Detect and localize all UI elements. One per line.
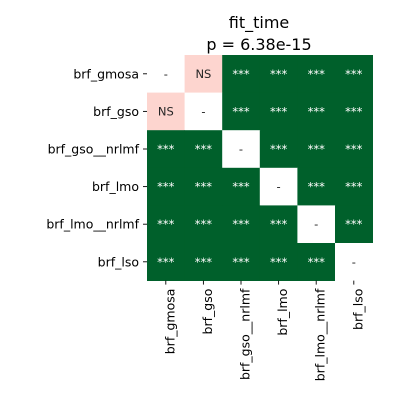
heatmap-cell-r1-c5 xyxy=(335,92,373,131)
heatmap-cell-label: *** xyxy=(345,180,363,194)
heatmap-cell-label: *** xyxy=(195,255,213,269)
heatmap-cell-label: *** xyxy=(232,180,250,194)
heatmap-cell-r2-c5 xyxy=(335,130,373,169)
heatmap-cell-r4-c4 xyxy=(297,205,336,244)
column-axis: brf_gmosa brf_gso brf_gso__nrlmf brf_lmo brf… xyxy=(162,280,365,381)
heatmap-cell-label: *** xyxy=(270,255,288,269)
row-tick-label: brf_lso xyxy=(98,254,139,269)
heatmap-cell-r4-c5 xyxy=(335,205,373,244)
row-tick-label: brf_gso xyxy=(93,104,139,119)
heatmap-cell-label: *** xyxy=(270,217,288,231)
heatmap-cell-label: *** xyxy=(345,67,363,81)
heatmap-cell-r5-c5 xyxy=(335,243,373,281)
heatmap-cell-label: - xyxy=(164,67,168,81)
heatmap-cell-r3-c4 xyxy=(297,167,336,206)
heatmap-cell-r0-c1 xyxy=(184,55,223,93)
heatmap-cell-r1-c4 xyxy=(297,92,336,131)
heatmap-cell-label: *** xyxy=(157,180,175,194)
heatmap-cell-label: *** xyxy=(308,67,326,81)
heatmap-cell-label: *** xyxy=(345,142,363,156)
heatmap-cell-r5-c0 xyxy=(147,243,185,281)
heatmap-cell-label: *** xyxy=(195,217,213,231)
heatmap-cell-label: *** xyxy=(157,217,175,231)
heatmap-cell-r2-c3 xyxy=(259,130,298,169)
heatmap-cell-label: *** xyxy=(345,104,363,118)
heatmap-cell-label: - xyxy=(314,217,318,231)
heatmap-cell-r5-c2 xyxy=(222,243,261,281)
heatmap-cell-r3-c2 xyxy=(222,167,261,206)
column-tick-label: brf_gso__nrlmf xyxy=(238,288,253,380)
heatmap-cell-label: *** xyxy=(232,67,250,81)
heatmap-cell-label: *** xyxy=(195,142,213,156)
heatmap-cell-r1-c2 xyxy=(222,92,261,131)
heatmap-cell-label: *** xyxy=(308,104,326,118)
heatmap-cell-r3-c1 xyxy=(184,167,223,206)
column-tick-label: brf_gso xyxy=(200,289,215,335)
heatmap-cell-label: *** xyxy=(232,217,250,231)
heatmap-cell-r5-c3 xyxy=(259,243,298,281)
heatmap-cell-label: - xyxy=(277,180,281,194)
heatmap-cell-label: *** xyxy=(270,142,288,156)
heatmap-cell-r3-c3 xyxy=(259,167,298,206)
row-tick-label: brf_lmo xyxy=(92,179,139,194)
heatmap-cell-label: *** xyxy=(308,142,326,156)
heatmap-cell-label: *** xyxy=(308,180,326,194)
heatmap-cell-label: NS xyxy=(195,67,211,81)
row-tick-label: brf_lmo__nrlmf xyxy=(46,217,139,232)
heatmap-cell-r2-c0 xyxy=(147,130,185,169)
heatmap-cell-r5-c4 xyxy=(297,243,336,281)
heatmap-cell-r0-c2 xyxy=(222,55,261,93)
chart-title: fit_time xyxy=(229,13,290,33)
heatmap-cell-r2-c4 xyxy=(297,130,336,169)
heatmap-cell-r3-c0 xyxy=(147,167,185,206)
heatmap-cell-r2-c1 xyxy=(184,130,223,169)
heatmap-cell-r1-c3 xyxy=(259,92,298,131)
heatmap-cell-r5-c1 xyxy=(184,243,223,281)
heatmap-cell-label: - xyxy=(239,142,243,156)
heatmap-cell-label: *** xyxy=(232,255,250,269)
heatmap-cell-r4-c2 xyxy=(222,205,261,244)
heatmap-cell-label: *** xyxy=(157,142,175,156)
heatmap-cell-r3-c5 xyxy=(335,167,373,206)
heatmap-cell-label: *** xyxy=(232,104,250,118)
heatmap-cell-r0-c5 xyxy=(335,55,373,93)
heatmap-cell-r2-c2 xyxy=(222,130,261,169)
row-tick-label: brf_gso__nrlmf xyxy=(48,142,140,157)
column-tick-label: brf_lmo__nrlmf xyxy=(313,288,328,381)
heatmap-cell-r4-c3 xyxy=(259,205,298,244)
heatmap-cell-label: *** xyxy=(270,67,288,81)
heatmap-cell-r0-c0 xyxy=(147,55,185,93)
heatmap-cell-label: *** xyxy=(195,180,213,194)
heatmap-cell-r1-c0 xyxy=(147,92,185,131)
heatmap-cells: - NS *** *** *** *** NS - *** *** *** *** *** *** - ***… xyxy=(147,55,373,281)
heatmap-cell-label: *** xyxy=(345,217,363,231)
heatmap-cell-r4-c1 xyxy=(184,205,223,244)
column-tick-label: brf_lso xyxy=(350,289,365,330)
heatmap-cell-label: - xyxy=(352,255,356,269)
column-tick-label: brf_lmo xyxy=(275,289,290,336)
heatmap-cell-label: NS xyxy=(158,104,174,118)
heatmap-cell-r0-c3 xyxy=(259,55,298,93)
heatmap-cell-label: - xyxy=(201,104,205,118)
heatmap-cell-label: *** xyxy=(157,255,175,269)
heatmap-cell-r4-c0 xyxy=(147,205,185,244)
heatmap-cell-r1-c1 xyxy=(184,92,223,131)
chart-subtitle: p = 6.38e-15 xyxy=(206,35,311,54)
heatmap-cell-label: *** xyxy=(308,255,326,269)
row-axis: brf_gmosa brf_gso brf_gso__nrlmf brf_lmobrf… xyxy=(46,66,147,269)
row-tick-label: brf_gmosa xyxy=(73,66,139,81)
heatmap-cell-label: *** xyxy=(270,104,288,118)
heatmap-cell-r0-c4 xyxy=(297,55,336,93)
column-tick-label: brf_gmosa xyxy=(162,289,177,355)
